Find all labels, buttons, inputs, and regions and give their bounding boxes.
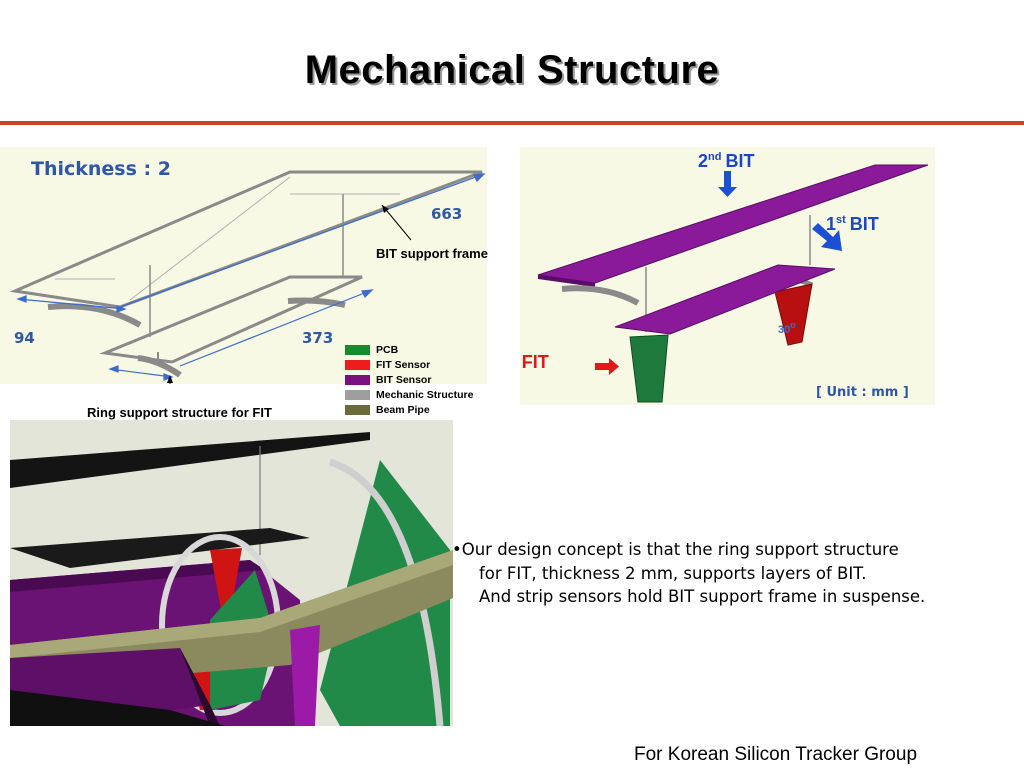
legend-item-beam-pipe: Beam Pipe	[345, 402, 473, 417]
ring-support-right	[328, 458, 444, 726]
design-concept-text: •Our design concept is that the ring sup…	[452, 538, 1022, 609]
legend-item-fit-sensor: FIT Sensor	[345, 357, 473, 372]
upper-frame-bar	[10, 432, 370, 488]
second-bit-plate	[537, 164, 929, 284]
legend-item-pcb: PCB	[345, 342, 473, 357]
page-title: Mechanical Structure	[304, 48, 720, 92]
legend-item-mechanic-structure: Mechanic Structure	[345, 387, 473, 402]
first-bit-plate	[614, 264, 836, 335]
legend-swatch-mechanic-structure	[345, 389, 370, 400]
dimension-373: 373	[302, 329, 333, 347]
ring-support-arc-right	[287, 297, 346, 308]
dimension-94: 94	[14, 329, 35, 347]
footer-credit: For Korean Silicon Tracker Group	[634, 744, 918, 765]
unit-note: [ Unit : mm ]	[816, 385, 909, 400]
fit-sensor-wedge	[774, 283, 813, 346]
angle-label: 30o	[778, 320, 796, 336]
ring-support-callout: Ring support structure for FIT	[87, 405, 272, 420]
second-frame-bar	[10, 528, 310, 568]
second-bit-arrow	[724, 171, 731, 189]
ring-support-arc-left	[561, 285, 640, 306]
legend-swatch-bit-sensor	[345, 374, 370, 385]
legend-swatch-beam-pipe	[345, 404, 370, 415]
label-1st-fit: 1stFIT	[520, 352, 549, 372]
ring-support-arc-left	[47, 303, 142, 328]
thickness-label: Thickness : 2	[31, 158, 171, 180]
first-fit-wedge	[629, 334, 669, 403]
legend: PCB FIT Sensor BIT Sensor Mechanic Struc…	[345, 342, 473, 417]
fit-red-wedge	[210, 548, 242, 615]
legend-swatch-pcb	[345, 344, 370, 355]
legend-swatch-fit-sensor	[345, 359, 370, 370]
title-divider	[0, 121, 1024, 125]
frame-dimension-diagram: Thickness : 2 663 94 373 54	[0, 147, 487, 384]
bit-support-frame-outline	[9, 170, 483, 309]
detector-3d-render	[10, 420, 453, 726]
bullet-line-1: •Our design concept is that the ring sup…	[452, 540, 899, 559]
dimension-663: 663	[431, 205, 462, 223]
dimension-54: 54	[106, 383, 127, 384]
first-fit-arrow	[595, 363, 609, 370]
legend-item-bit-sensor: BIT Sensor	[345, 372, 473, 387]
ring-support-arc-bottom	[137, 355, 182, 378]
bullet-line-3: And strip sensors hold BIT support frame…	[479, 587, 926, 606]
bullet-line-2: for FIT, thickness 2 mm, supports layers…	[479, 563, 867, 583]
